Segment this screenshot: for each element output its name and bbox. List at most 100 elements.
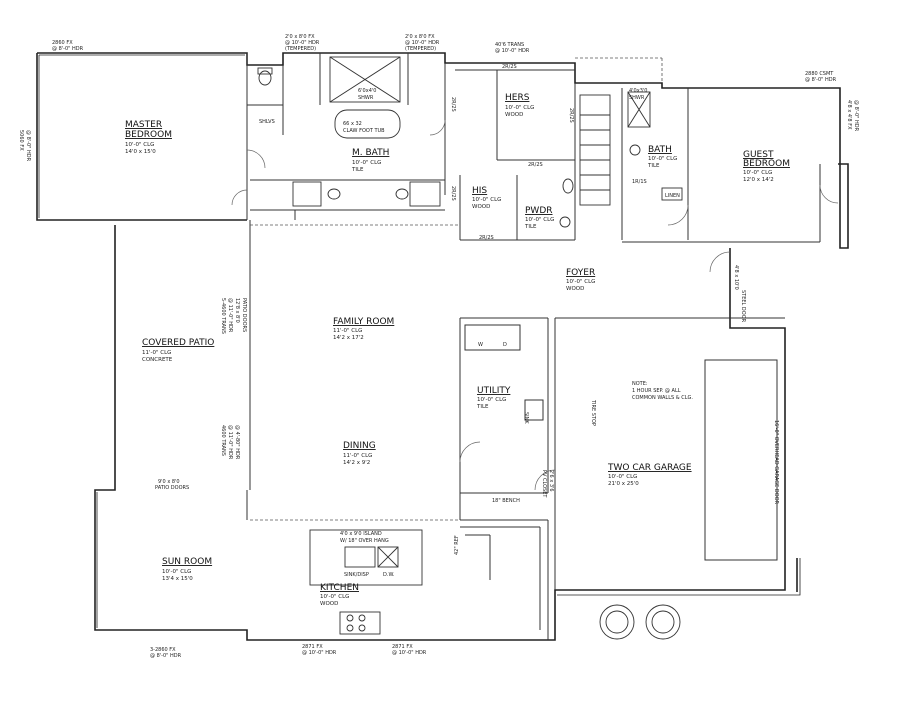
dw-note: D.W. <box>383 572 395 578</box>
utility-title: UTILITY <box>477 386 511 396</box>
shelf-note-5: 2R/2S <box>450 186 456 201</box>
steel-door-size: 4'8 x 10'0 <box>733 265 739 290</box>
bath-finish: TILE <box>647 163 660 169</box>
win-top-left-1: 2860 FX <box>52 40 73 46</box>
utility-ceiling: 10'-0" CLG <box>477 397 506 403</box>
win-sun-top-1: 9'0 x 8'0 <box>158 479 180 485</box>
foyer-title: FOYER <box>566 268 595 278</box>
his-ceiling: 10'-0" CLG <box>472 197 501 203</box>
dryer-note: D <box>503 342 507 348</box>
win-patio-lower-2: @ 11'-0" HDR <box>227 425 233 460</box>
interior-walls <box>246 53 821 640</box>
garage-note-1: NOTE: <box>632 381 648 387</box>
master-size: 14'0 x 15'0 <box>125 149 156 155</box>
window-callouts: 2860 FX @ 8'-0" HDR 2'0 x 8'0 FX @ 10'-0… <box>18 34 859 659</box>
master-ceiling: 10'-0" CLG <box>125 142 154 148</box>
kitchen-ceiling: 10'-0" CLG <box>320 594 349 600</box>
foyer-finish: WOOD <box>566 286 584 292</box>
his-finish: WOOD <box>472 204 490 210</box>
win-bot-k2-1: 2871 FX <box>392 644 413 650</box>
win-patio-doors-2: @ 11'-0" HDR <box>227 298 233 333</box>
patio-finish: CONCRETE <box>142 357 173 363</box>
win-bot-k1-2: @ 10'-0" HDR <box>302 650 337 656</box>
shelf-note-4: 2R/2S <box>528 162 543 168</box>
dashed-lines <box>250 57 663 521</box>
pwdr-ceiling: 10'-0" CLG <box>525 217 554 223</box>
exterior-walls <box>36 52 849 641</box>
win-top-mid1-1: 2'0 x 8'0 FX <box>285 34 315 40</box>
mbath-title: M. BATH <box>352 148 389 158</box>
shelf-note-1: 2R/2S <box>502 64 517 70</box>
master-title: MASTER <box>125 120 162 130</box>
win-top-mid1-2: @ 10'-0" HDR <box>285 40 320 46</box>
family-ceiling: 11'-0" CLG <box>333 328 362 334</box>
hers-title: HERS <box>505 93 530 103</box>
sink-note: SINK <box>523 412 529 424</box>
win-bot-sun-1: 3-2860 FX <box>150 647 176 653</box>
garage-title: TWO CAR GARAGE <box>607 463 692 473</box>
win-bot-k1-1: 2871 FX <box>302 644 323 650</box>
shlvs-note: SHLVS <box>259 119 275 125</box>
shelf-note-3: 2R/2S <box>568 108 574 123</box>
bshower-note-1: 4'0x3'0 <box>629 88 647 94</box>
pwdr-finish: TILE <box>524 224 537 230</box>
hers-ceiling: 10'-0" CLG <box>505 105 534 111</box>
win-top-hers-2: @ 10'-0" HDR <box>495 48 530 54</box>
win-top-right-2: @ 8'-0" HDR <box>805 77 837 83</box>
island-note-1: 4'0 x 9'0 ISLAND <box>340 531 382 537</box>
guest-ceiling: 10'-0" CLG <box>743 170 772 176</box>
family-size: 14'2 x 17'2 <box>333 335 364 341</box>
shelf-note-2: 2R/2S <box>450 97 456 112</box>
win-patio-doors-1: 5-4600 TRANS <box>220 298 226 334</box>
bath-ceiling: 10'-0" CLG <box>648 156 677 162</box>
win-patio-doors-3: 12'8 x 8'0 <box>234 298 240 323</box>
dining-title: DINING <box>343 441 376 451</box>
sunroom-ceiling: 10'-0" CLG <box>162 569 191 575</box>
win-patio-doors-4: PATIO DOORS <box>241 298 247 332</box>
master-title-2: BEDROOM <box>125 130 172 140</box>
win-right-guest-2: @ 8'-0" HDR <box>853 100 859 132</box>
pv-closet-note: PV CLOSET <box>541 470 547 498</box>
plan-notes: NOTE: 1 HOUR SEP. @ ALL COMMON WALLS & C… <box>259 64 779 578</box>
tub-note-1: 66 x 32 <box>343 121 362 127</box>
island-note-2: W/ 18" OVER HANG <box>340 538 389 544</box>
room-labels: MASTER BEDROOM 10'-0" CLG 14'0 x 15'0 M.… <box>125 93 790 607</box>
bench-note: 18" BENCH <box>492 498 520 504</box>
utility-finish: TILE <box>476 404 489 410</box>
win-sun-top-2: PATIO DOORS <box>155 485 189 491</box>
guest-title-2: BEDROOM <box>743 159 790 169</box>
win-left-master-1: 5060 FX <box>18 130 24 151</box>
win-patio-lower-3: @ 4'-80" HDR <box>234 425 240 460</box>
shelf-note-6: 2R/2S <box>479 235 494 241</box>
mshower-note-2: SHWR <box>358 95 374 101</box>
bshower-note-2: SHWR <box>629 95 645 101</box>
tub-note-2: CLAW FOOT TUB <box>343 128 385 134</box>
win-top-mid2-1: 2'0 x 8'0 FX <box>405 34 435 40</box>
garage-note-2: 1 HOUR SEP. @ ALL <box>632 388 681 394</box>
washer-note: W <box>478 342 483 348</box>
win-top-right-1: 2880 CSMT <box>805 71 834 77</box>
ref-note: 42" REF <box>454 535 460 555</box>
garage-note-3: COMMON WALLS & CLG. <box>632 395 693 401</box>
sunroom-size: 13'4 x 15'0 <box>162 576 193 582</box>
kitchen-finish: WOOD <box>320 601 338 607</box>
family-title: FAMILY ROOM <box>333 317 394 327</box>
hers-finish: WOOD <box>505 112 523 118</box>
sink-disp-note: SINK/DISP <box>344 572 369 578</box>
linen-note: LINEN <box>665 193 680 199</box>
win-top-mid1-3: (TEMPERED) <box>285 46 316 52</box>
kitchen-title: KITCHEN <box>320 583 359 593</box>
dining-size: 14'2 x 9'2 <box>343 460 370 466</box>
dining-ceiling: 11'-0" CLG <box>343 453 372 459</box>
his-title: HIS <box>472 186 487 196</box>
win-top-mid2-3: (TEMPERED) <box>405 46 436 52</box>
win-right-guest-1: 4'8 x 4'8 FX <box>846 100 852 130</box>
steel-door-note: STEEL DOOR <box>740 290 746 323</box>
garage-size: 21'0 x 25'0 <box>608 481 639 487</box>
win-top-mid2-2: @ 10'-0" HDR <box>405 40 440 46</box>
mbath-finish: TILE <box>351 167 364 173</box>
sunroom-title: SUN ROOM <box>162 557 212 567</box>
patio-title: COVERED PATIO <box>142 338 214 348</box>
win-left-master-2: @ 8'-0" HDR <box>25 130 31 162</box>
